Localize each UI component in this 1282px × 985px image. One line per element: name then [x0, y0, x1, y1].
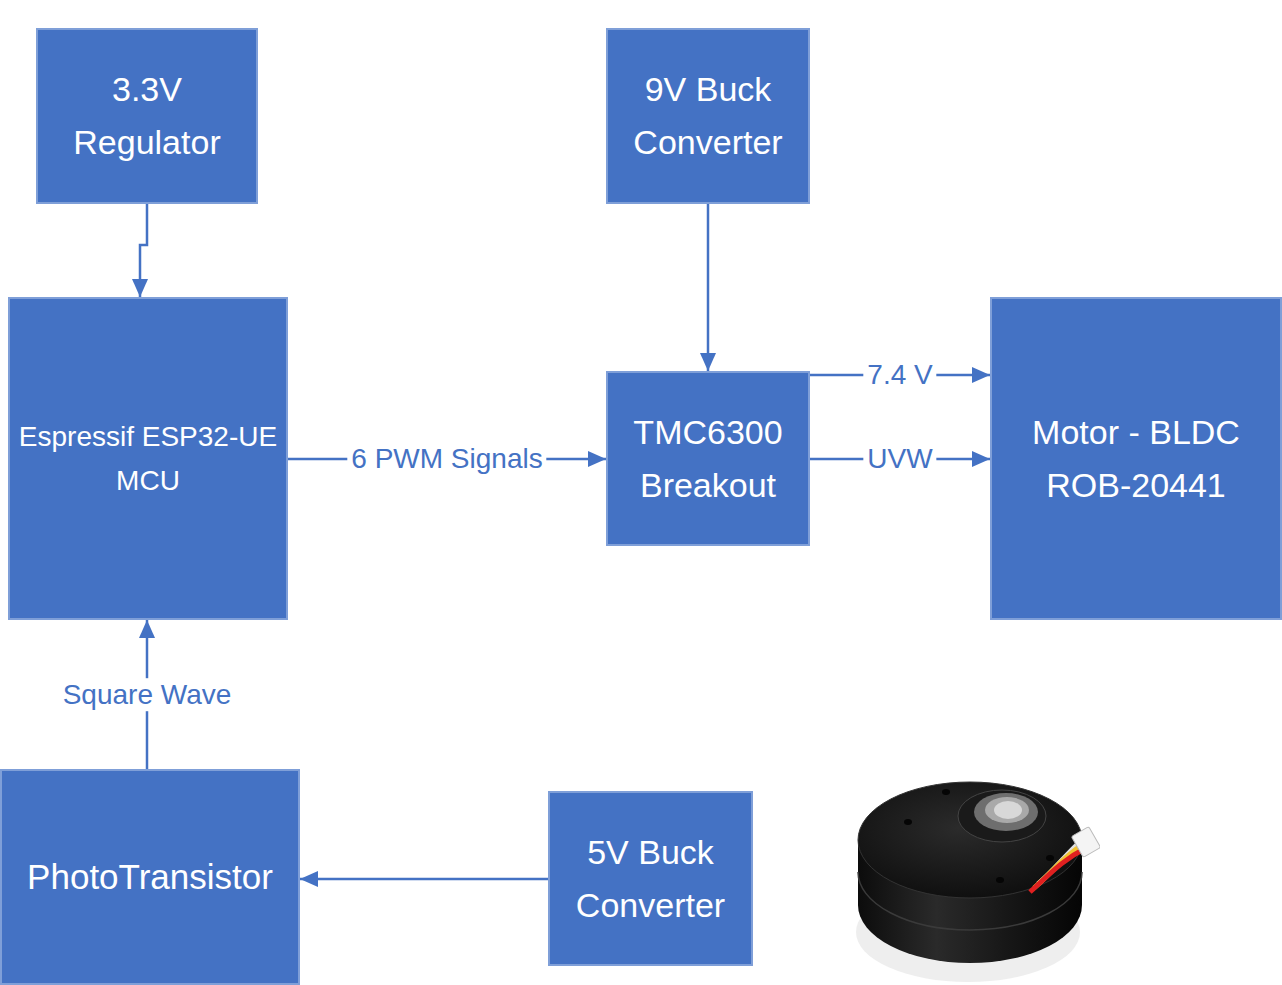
connector-line	[300, 878, 548, 881]
block-box: 3.3V Regulator	[36, 28, 258, 204]
motor-photo	[850, 760, 1100, 985]
signal-label: 6 PWM Signals	[347, 442, 546, 476]
block-box: 5V Buck Converter	[548, 791, 753, 966]
block-label: PhotoTransistor	[8, 850, 292, 904]
arrow-head	[700, 353, 716, 371]
block-label: 3.3V Regulator	[44, 63, 250, 168]
block-box: TMC6300 Breakout	[606, 371, 810, 546]
block-box: 9V Buck Converter	[606, 28, 810, 204]
signal-label: 7.4 V	[863, 358, 936, 392]
arrow-head	[972, 367, 990, 383]
arrow-head	[972, 451, 990, 467]
block-label: 9V Buck Converter	[614, 63, 802, 168]
block-label: Motor - BLDC ROB-20441	[998, 406, 1274, 511]
block-box: Espressif ESP32-UE MCU	[8, 297, 288, 620]
block-label: Espressif ESP32-UE MCU	[16, 415, 280, 502]
arrow-head	[132, 279, 148, 297]
block-box: Motor - BLDC ROB-20441	[990, 297, 1282, 620]
arrow-head	[588, 451, 606, 467]
arrow-head	[300, 871, 318, 887]
signal-label: Square Wave	[59, 678, 236, 712]
block-box: PhotoTransistor	[0, 769, 300, 985]
block-label: 5V Buck Converter	[556, 826, 745, 931]
signal-label: UVW	[863, 442, 936, 476]
block-label: TMC6300 Breakout	[614, 406, 802, 511]
connector-line	[707, 204, 710, 371]
arrow-head	[139, 620, 155, 638]
